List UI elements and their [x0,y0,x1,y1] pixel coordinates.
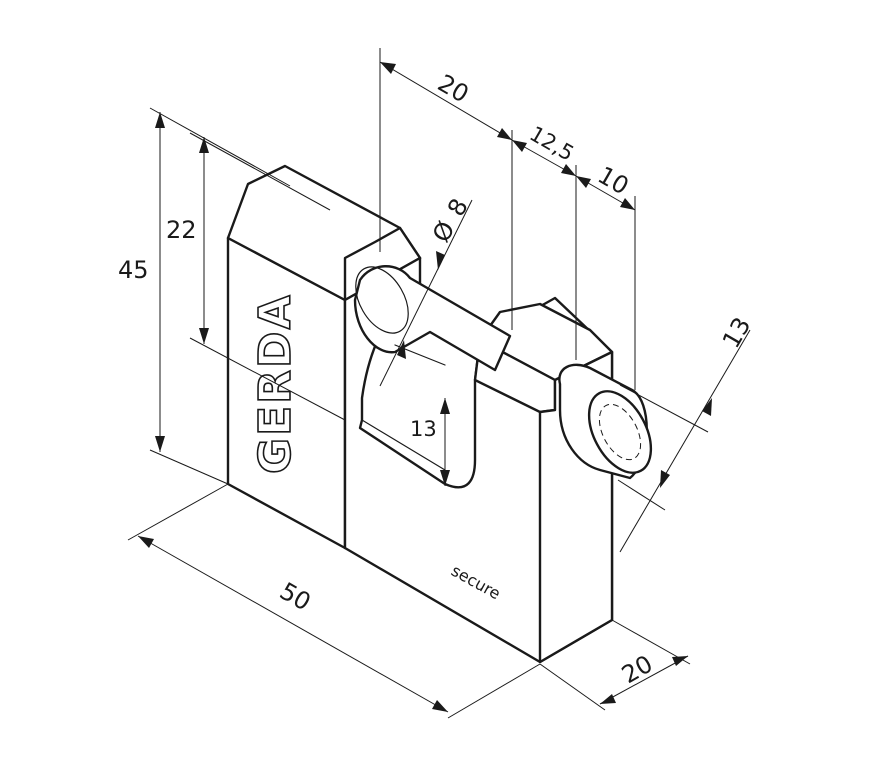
extension-lines [127,48,709,719]
dim-shackle-opening: 13 [410,417,437,441]
bottom-edge [227,483,613,663]
cylinder-keyway [598,403,642,461]
diameter-value: 8 [442,194,474,221]
dim-cylinder-length: 10 [593,161,633,201]
diameter-symbol: Ø [427,217,461,247]
dim-shackle-span: 20 [433,69,473,109]
dim-cylinder-diameter: 13 [717,313,757,353]
shackle [353,265,512,372]
cylinder-face [587,390,653,474]
cutout-bottom [361,419,446,471]
dimension-lines [137,61,751,713]
shackle-end [355,266,409,334]
brand-logo: GERDA [249,293,302,475]
dim-shackle-offset: 12,5 [526,122,579,166]
dim-shackle-diameter: Ø 8 [427,194,474,247]
dim-inner-clearance: 22 [166,216,197,244]
dim-total-height: 45 [118,256,149,284]
shackle-bar [353,265,512,372]
dim-depth: 20 [617,650,657,690]
dim-width: 50 [275,577,315,617]
brand-logo-text: GERDA [250,293,301,474]
lock-cylinder [558,363,653,480]
